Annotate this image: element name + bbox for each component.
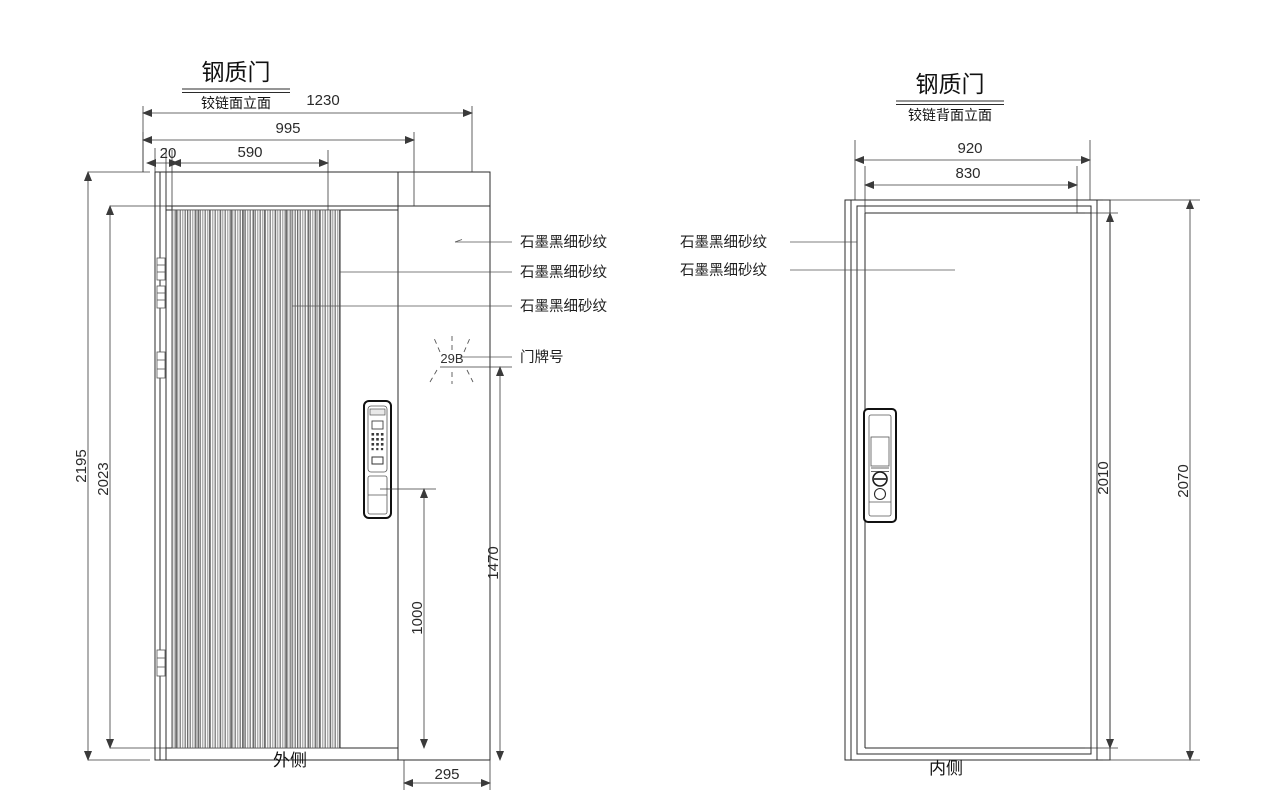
dim-back-leaf-width-830: 830 <box>864 165 1078 213</box>
dim-value-back-overall-height: 2070 <box>1175 464 1192 497</box>
hinge-upper-mid <box>156 285 166 309</box>
dim-back-leaf-height-2010: 2010 <box>1085 212 1118 749</box>
smart-lock-exterior <box>363 400 392 519</box>
dim-panel-590: 590 <box>171 144 329 210</box>
dim-depth-295: 295 <box>403 760 491 790</box>
dim-value-lock-height: 1470 <box>485 546 502 579</box>
dim-value-handle-height: 1000 <box>409 601 426 634</box>
house-number-marking: 29B <box>429 336 474 384</box>
front-view-annotations: 石墨黑细砂纹 石墨黑细砂纹 石墨黑细砂纹 门牌号 <box>292 234 607 366</box>
dim-value-leaf-height: 2023 <box>95 462 112 495</box>
dim-lock-height-1470: 1470 <box>440 366 512 761</box>
hinge-top <box>156 257 166 281</box>
front-view-subtitle: 铰链面立面 <box>201 96 271 112</box>
dim-back-overall-width-920: 920 <box>854 140 1091 200</box>
back-view-title-block: 钢质门 铰链背面立面 <box>896 72 1004 124</box>
house-number-value: 29B <box>440 351 463 366</box>
hinge-middle <box>156 351 166 379</box>
hinge-group <box>156 257 166 677</box>
dim-value-back-leaf-width: 830 <box>955 165 980 182</box>
back-annotation-label-1: 石墨黑细砂纹 <box>680 234 767 251</box>
back-view-title: 钢质门 <box>916 72 985 98</box>
dim-overall-width-1230: 1230 <box>142 92 473 172</box>
back-view-annotations: 石墨黑细砂纹 石墨黑细砂纹 <box>680 234 955 279</box>
dim-value-panel-inner: 590 <box>237 144 262 161</box>
view-back-elevation: 钢质门 铰链背面立面 <box>680 72 1200 779</box>
annotation-label-housenumber: 门牌号 <box>520 349 564 366</box>
door-leaf-texture-panel <box>171 209 341 749</box>
hinge-bottom <box>156 649 166 677</box>
annotation-label-3: 石墨黑细砂纹 <box>520 298 607 315</box>
dim-value-frame-width: 995 <box>275 120 300 137</box>
back-view-subtitle: 铰链背面立面 <box>908 108 992 124</box>
dim-frame-width-995: 995 <box>142 120 415 206</box>
dim-overall-height-2195: 2195 <box>73 171 150 761</box>
annotation-label-1: 石墨黑细砂纹 <box>520 234 607 251</box>
dim-back-overall-height-2070: 2070 <box>1103 199 1200 761</box>
front-view-title: 钢质门 <box>202 60 271 86</box>
dim-value-overall-width: 1230 <box>306 92 339 109</box>
view-front-elevation: 钢质门 铰链面立面 <box>73 60 607 790</box>
back-view-side-label: 内侧 <box>929 759 963 779</box>
dim-value-depth: 295 <box>434 766 459 783</box>
front-view-side-label: 外侧 <box>273 751 307 771</box>
interior-lock <box>863 408 897 523</box>
dim-leaf-height-2023: 2023 <box>95 205 168 749</box>
dim-value-jamb: 20 <box>160 145 177 162</box>
dim-value-back-overall-width: 920 <box>957 140 982 157</box>
annotation-label-2: 石墨黑细砂纹 <box>520 264 607 281</box>
front-view-title-block: 钢质门 铰链面立面 <box>182 60 290 112</box>
dim-value-overall-height: 2195 <box>73 449 90 482</box>
back-annotation-label-2: 石墨黑细砂纹 <box>680 262 767 279</box>
dim-value-back-leaf-height: 2010 <box>1095 461 1112 494</box>
dim-handle-height-1000: 1000 <box>380 488 436 749</box>
